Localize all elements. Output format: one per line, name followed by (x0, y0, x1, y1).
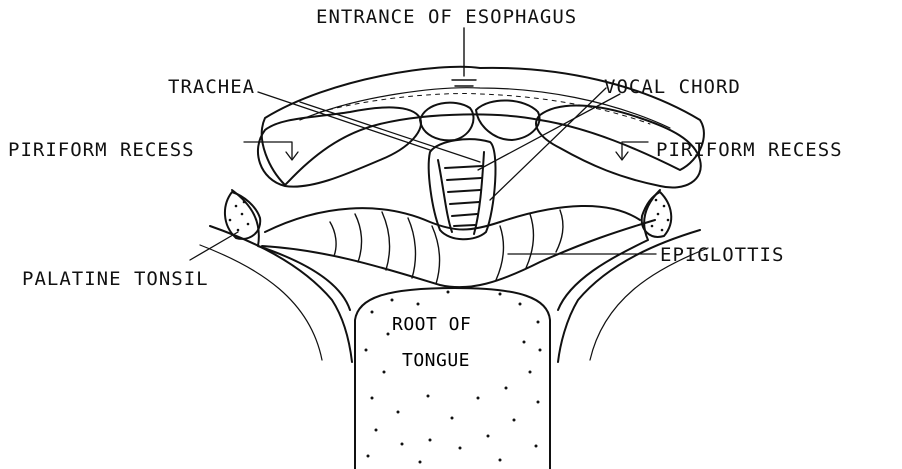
entrance-of-esophagus-label: ENTRANCE OF ESOPHAGUS (316, 6, 577, 28)
trachea-ring (448, 190, 480, 192)
trachea-ring (452, 214, 477, 216)
epiglottis-stripe (496, 226, 503, 280)
vocal-chord-leader-2 (478, 94, 620, 170)
left-pharynx-wall-outer (210, 226, 352, 362)
left-arytenoid (420, 103, 474, 141)
epiglottis-stripe (432, 226, 439, 284)
root-of-tongue-label-2: TONGUE (402, 350, 470, 371)
piriform-recess-left-label: PIRIFORM RECESS (8, 139, 195, 161)
left-pharynx-wall (232, 190, 350, 310)
epiglottis-label: EPIGLOTTIS (660, 244, 784, 266)
vocal-fold-right (474, 152, 484, 234)
trachea-ring (454, 225, 475, 226)
root-of-tongue-label-1: ROOT OF (392, 314, 471, 335)
epiglottis-stripe (355, 214, 362, 262)
trachea-label: TRACHEA (168, 76, 255, 98)
epiglottis-fold (265, 206, 640, 232)
trachea-ring (445, 166, 482, 168)
trachea-leader-2 (300, 102, 480, 162)
right-arytenoid (476, 100, 540, 140)
palatine-tonsil-label: PALATINE TONSIL (22, 268, 209, 290)
left-far-wall (200, 245, 322, 360)
piriform-recess-right-label: PIRIFORM RECESS (656, 139, 843, 161)
vocal-chord-label: VOCAL CHORD (604, 76, 741, 98)
trachea-ring (450, 202, 479, 204)
epiglottis-stripe (330, 222, 336, 256)
epiglottis-stripe (408, 218, 415, 278)
vocal-chord-leader (490, 88, 606, 200)
epiglottis-stripe (382, 212, 389, 270)
vocal-fold-left (438, 160, 452, 232)
epiglottis-stripe (556, 210, 563, 252)
palatine-tonsil-leader (190, 232, 238, 260)
trachea-ring (447, 178, 481, 180)
left-piriform-leader (244, 142, 292, 158)
epiglottis-stripe (526, 214, 533, 268)
